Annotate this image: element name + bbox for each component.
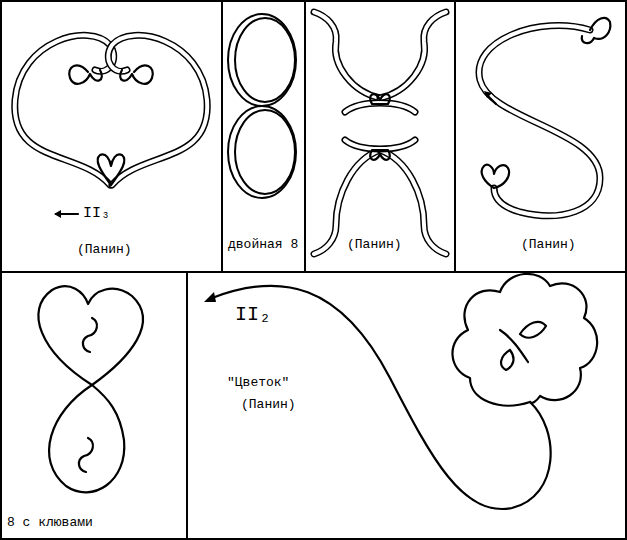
author-label: (Панин) (76, 243, 133, 257)
skating-figure (204, 274, 597, 509)
skating-figure (314, 12, 446, 254)
figure-caption: "Цветок" (226, 376, 290, 390)
figure-number: II₂ (234, 304, 272, 326)
direction-arrow (54, 210, 78, 218)
figure-caption: двойная 8 (227, 238, 299, 252)
skating-figure (228, 14, 296, 198)
skating-figure (479, 18, 610, 216)
author-label: (Панин) (346, 238, 403, 252)
skating-figure (38, 286, 143, 492)
figure-number: II₃ (82, 206, 111, 223)
author-label: (Панин) (520, 238, 577, 252)
author-label: (Панин) (240, 398, 297, 412)
skating-figure (15, 35, 208, 185)
figure-caption: 8 с клювами (6, 516, 94, 530)
